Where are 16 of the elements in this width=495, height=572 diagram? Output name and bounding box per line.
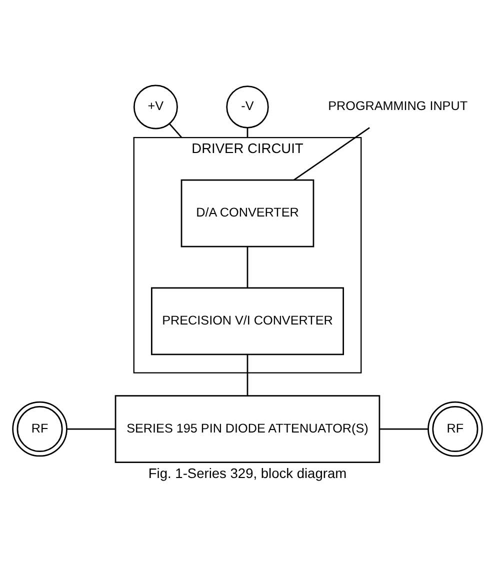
node-circle: -V: [226, 86, 269, 128]
node-text: PROGRAMMING INPUT: [328, 99, 468, 114]
connector: [294, 127, 370, 181]
node-circle: +V: [133, 84, 178, 130]
node-circle: RF: [12, 401, 68, 457]
node-circle: RF: [428, 401, 483, 457]
connector: [246, 354, 248, 396]
connector: [246, 128, 248, 138]
connector: [380, 428, 428, 430]
node-box: PRECISION V/I CONVERTER: [150, 287, 344, 356]
node-box: SERIES 195 PIN DIODE ATTENUATOR(S): [114, 395, 380, 463]
node-box: D/A CONVERTER: [180, 179, 314, 248]
connector: [169, 123, 182, 138]
caption: Fig. 1-Series 329, block diagram: [148, 466, 347, 481]
connector: [246, 246, 248, 288]
connector: [66, 428, 116, 430]
